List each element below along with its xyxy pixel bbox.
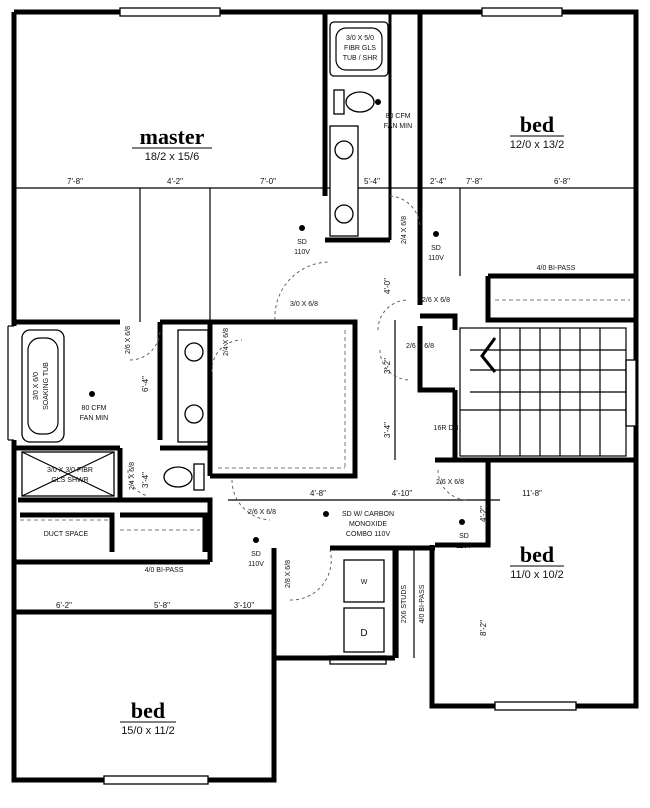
room-labels: master 18/2 x 15/6 bed 12/0 x 13/2 bed 1… [120,112,564,737]
soaking-tub-label: SOAKING TUB [43,362,50,410]
door-swings [127,195,469,601]
dim-label: 5'-8" [154,601,170,610]
fan-label: FAN MIN [80,415,108,422]
dim-label: 2'-4" [430,177,446,186]
tub-shower-label: 3/0 X 5/0 [346,35,374,42]
sd-label: SD [297,239,307,246]
tub-shower-label: FIBR GLS [344,45,376,52]
dim-label: 3'-4" [141,472,150,488]
smoke-detector-icon [433,231,439,237]
room-size-bed-sw: 15/0 x 11/2 [121,725,175,737]
dim-label: 4'-2" [167,177,183,186]
sink-icon [184,342,204,362]
dim-label: 7'-8" [67,177,83,186]
door-label: 2/8 X 6/8 [285,560,292,588]
smoke-detector-icon [323,511,329,517]
room-name-bed-sw: bed [131,698,165,723]
dim-label: 7'-0" [260,177,276,186]
sd-co-label: SD W/ CARBON [342,511,394,518]
bipass-label: 4/0 BI-PASS [419,584,426,623]
dim-label: 4'-10" [392,489,413,498]
sd-label: 110V [248,561,264,568]
bipass-label: 4/0 BI-PASS [145,567,184,574]
sd-label: 110V [428,255,444,262]
annotation-text: 3/0 X 5/0 FIBR GLS TUB / SHR 80 CFM FAN … [33,35,576,639]
sd-co-label: MONOXIDE [349,521,387,528]
shower-label: 3/0 X 3/0 FIBR [47,467,93,474]
dim-label: 3'-10" [234,601,255,610]
fan-label: 80 CFM [82,405,107,412]
dim-label: 6'-4" [141,376,150,392]
washer [343,559,385,603]
door-label: 2/4 X 6/8 [223,328,230,356]
shower-label: GLS SHWR [51,477,88,484]
room-name-bed-e: bed [520,542,554,567]
dim-label: 8'-2" [479,620,488,636]
smoke-detector-icon [299,225,305,231]
sd-label: 110V [456,543,472,550]
dim-label: 6'-2" [56,601,72,610]
stairs-label: 16R DN [434,425,459,432]
room-name-master: master [140,124,205,149]
fixtures [21,21,465,653]
room-size-master: 18/2 x 15/6 [145,151,199,163]
dim-label: 5'-4" [364,177,380,186]
room-size-bed-e: 11/0 x 10/2 [510,569,564,581]
dim-label: 11'-8" [522,489,542,498]
bipass-label: 4/0 BI-PASS [537,265,576,272]
fan-icon [375,99,381,105]
dim-label: 3'-2" [383,358,392,374]
tub-shower [329,21,389,77]
door-label: 2/6 X 6/8 [422,297,450,304]
dryer-label: D [360,628,367,639]
sd-label: SD [431,245,441,252]
sd-label: 110V [294,249,310,256]
sd-label: SD [459,533,469,540]
door-label: 2/6 X 6/8 [125,326,132,354]
sink-icon [184,404,204,424]
door-label: 2/6 X 6/8 [406,343,434,350]
door-label: 2/4 X 6/8 [401,216,408,244]
door-label: 2/6 X 6/8 [248,509,276,516]
sd-label: SD [251,551,261,558]
sink-icon [334,140,354,160]
toilet-master [163,463,205,491]
door-label: 3/0 X 6/8 [290,301,318,308]
toilet-top [333,89,375,115]
room-size-bed-ne: 12/0 x 13/2 [510,139,564,151]
dimension-text: 7'-8" 4'-2" 7'-0" 5'-4" 2'-4" 7'-8" 6'-8… [56,177,570,636]
studs-label: 2X6 STUDS [401,585,408,623]
fan-label: FAN MIN [384,123,412,130]
smoke-detector-icon [459,519,465,525]
stairs [459,327,627,457]
dim-label: 4'-8" [310,489,326,498]
smoke-detector-icon [253,537,259,543]
fan-icon [89,391,95,397]
soaking-tub-label: 3/0 X 6/0 [33,372,40,400]
dim-label: 6'-8" [554,177,570,186]
duct-space-label: DUCT SPACE [44,531,89,538]
dryer [343,607,385,653]
sd-co-label: COMBO 110V [346,531,391,538]
dim-label: 4'-0" [383,278,392,294]
dimension-lines [14,187,636,613]
interior-walls [14,14,636,706]
sink-icon [334,204,354,224]
dim-label: 3'-4" [383,422,392,438]
washer-label: W [361,579,368,586]
fan-label: 80 CFM [386,113,411,120]
door-label: 2/4 X 6/8 [129,462,136,490]
room-name-bed-ne: bed [520,112,554,137]
dim-label: 7'-8" [466,177,482,186]
soaking-tub [21,329,65,443]
tub-shower-label: TUB / SHR [343,55,378,62]
dim-label: 4'-2" [479,506,488,522]
door-label: 2/6 X 6/8 [436,479,464,486]
closet-shelves [20,299,630,531]
